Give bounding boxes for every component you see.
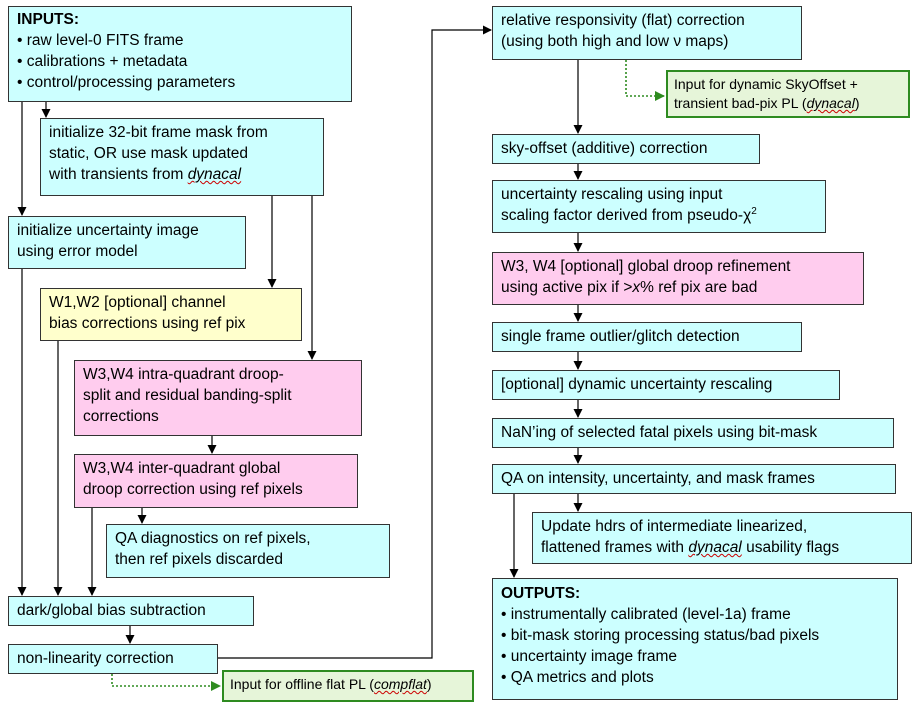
nan-text: NaN’ing of selected fatal pixels using b… (501, 424, 818, 441)
w34-inter-quadrant-box: W3,W4 inter-quadrant global droop correc… (74, 454, 358, 508)
outputs-item-uncertainty: uncertainty image frame (501, 646, 889, 667)
dynamic-uncertainty-box: [optional] dynamic uncertainty rescaling (492, 370, 840, 400)
inputs-item-calibrations: calibrations + metadata (17, 51, 343, 72)
inputs-item-fits: raw level-0 FITS frame (17, 30, 343, 51)
qa-ref-pixels-box: QA diagnostics on ref pixels, then ref p… (106, 524, 390, 578)
flat-corr-line1: relative responsivity (flat) correction (501, 12, 745, 29)
init-mask-line2: static, OR use mask updated (49, 145, 249, 162)
inputs-title: INPUTS: (17, 11, 79, 28)
inputs-box: INPUTS: raw level-0 FITS frame calibrati… (8, 6, 352, 102)
w12-bias-line2: bias corrections using ref pix (49, 315, 246, 332)
flat-pl-output-box: Input for offline flat PL (compflat) (222, 670, 474, 702)
droop-ref-line2-end: % ref pix are bad (640, 279, 758, 296)
init-unc-line1: initialize uncertainty image (17, 222, 199, 239)
flat-correction-box: relative responsivity (flat) correction … (492, 6, 802, 60)
dotted-arrow-to-flat-pl (111, 674, 221, 691)
droop-refinement-box: W3, W4 [optional] global droop refinemen… (492, 252, 864, 305)
flat-pl-compflat: compflat (373, 676, 427, 692)
nonlinearity-box: non-linearity correction (8, 644, 218, 674)
outputs-item-level1a: instrumentally calibrated (level-1a) fra… (501, 604, 889, 625)
flat-pl-text: Input for offline flat PL ( (230, 676, 374, 692)
w12-bias-box: W1,W2 [optional] channel bias correction… (40, 288, 302, 341)
dotted-arrow-to-skyoffset-pl (625, 60, 665, 101)
outputs-box: OUTPUTS: instrumentally calibrated (leve… (492, 578, 898, 700)
update-hdrs-dynacal: dynacal (688, 539, 742, 556)
nonlinearity-text: non-linearity correction (17, 650, 174, 667)
outputs-title: OUTPUTS: (501, 585, 581, 602)
qa-intensity-box: QA on intensity, uncertainty, and mask f… (492, 464, 896, 494)
droop-ref-line2: using active pix if > (501, 279, 633, 296)
w34-inter-line2: droop correction using ref pixels (83, 481, 303, 498)
update-hdrs-line1: Update hdrs of intermediate linearized, (541, 518, 808, 535)
update-headers-box: Update hdrs of intermediate linearized, … (532, 512, 912, 564)
nan-fatal-pixels-box: NaN’ing of selected fatal pixels using b… (492, 418, 894, 448)
inputs-item-params: control/processing parameters (17, 72, 343, 93)
droop-ref-x: x (632, 279, 641, 296)
skyoff-out-close: ) (854, 95, 860, 111)
update-hdrs-line2: flattened frames with (541, 539, 689, 556)
init-mask-box: initialize 32-bit frame mask from static… (40, 118, 324, 196)
qa-ref-line2: then ref pixels discarded (115, 551, 284, 568)
init-mask-dynacal: dynacal (187, 166, 242, 183)
qa-ref-line1: QA diagnostics on ref pixels, (115, 530, 311, 547)
skyoff-out-line2: transient bad-pix PL ( (674, 95, 807, 111)
w34-intra-line2: split and residual banding-split (83, 387, 292, 404)
outputs-item-bitmask: bit-mask storing processing status/bad p… (501, 625, 889, 646)
init-unc-line2: using error model (17, 243, 138, 260)
flat-pl-close: ) (426, 676, 432, 692)
flat-corr-line2: (using both high and low ν maps) (501, 33, 729, 50)
skyoffset-output-box: Input for dynamic SkyOffset + transient … (666, 70, 910, 118)
sky-offset-box: sky-offset (additive) correction (492, 134, 760, 164)
skyoff-out-dynacal: dynacal (806, 95, 855, 111)
qa-int-text: QA on intensity, uncertainty, and mask f… (501, 470, 815, 487)
skyoff-out-line1: Input for dynamic SkyOffset + (674, 76, 858, 92)
unc-rescale-sup: 2 (751, 205, 757, 217)
unc-rescale-line1: uncertainty rescaling using input (501, 186, 723, 203)
droop-ref-line1: W3, W4 [optional] global droop refinemen… (501, 258, 791, 275)
dark-bias-box: dark/global bias subtraction (8, 596, 254, 626)
outlier-text: single frame outlier/glitch detection (501, 328, 740, 345)
update-hdrs-line2-end: usability flags (741, 539, 840, 556)
uncertainty-rescaling-box: uncertainty rescaling using input scalin… (492, 180, 826, 233)
unc-rescale-line2: scaling factor derived from pseudo-χ (501, 207, 752, 224)
w12-bias-line1: W1,W2 [optional] channel (49, 294, 226, 311)
inputs-list: raw level-0 FITS frame calibrations + me… (17, 30, 343, 93)
w34-intra-line3: corrections (83, 408, 159, 425)
sky-offset-text: sky-offset (additive) correction (501, 140, 708, 157)
w34-inter-line1: W3,W4 inter-quadrant global (83, 460, 281, 477)
w34-intra-quadrant-box: W3,W4 intra-quadrant droop- split and re… (74, 360, 362, 436)
outputs-item-qa: QA metrics and plots (501, 667, 889, 688)
dark-bias-text: dark/global bias subtraction (17, 602, 206, 619)
init-mask-line1: initialize 32-bit frame mask from (49, 124, 268, 141)
init-mask-line3: with transients from (49, 166, 188, 183)
outlier-detection-box: single frame outlier/glitch detection (492, 322, 802, 352)
outputs-list: instrumentally calibrated (level-1a) fra… (501, 604, 889, 688)
w34-intra-line1: W3,W4 intra-quadrant droop- (83, 366, 284, 383)
dyn-unc-text: [optional] dynamic uncertainty rescaling (501, 376, 773, 393)
init-uncertainty-box: initialize uncertainty image using error… (8, 216, 246, 269)
